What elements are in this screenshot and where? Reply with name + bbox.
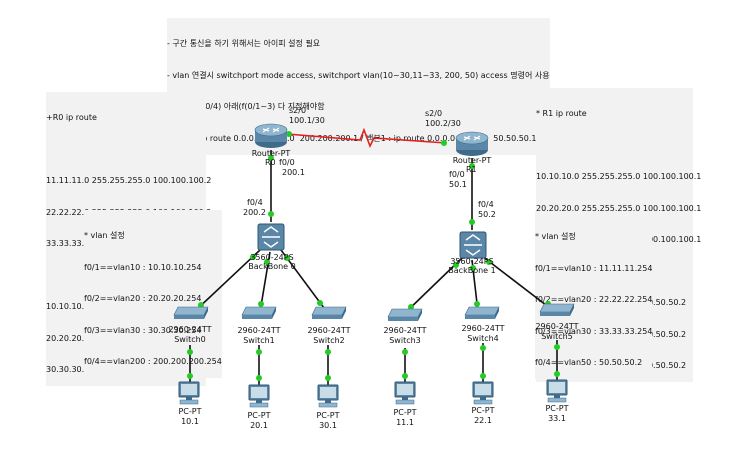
pc3-ip: 11.1 bbox=[396, 418, 414, 427]
switch2-model: 2960-24TT bbox=[307, 326, 351, 335]
bb1-model: 3560-24PS bbox=[450, 257, 494, 266]
switch0-model: 2960-24TT bbox=[168, 325, 212, 334]
note-line: 11.11.11.0 255.255.255.0 100.100.100.2 bbox=[46, 176, 212, 185]
bb0-ip: 200.2 bbox=[243, 208, 266, 217]
r1-fa-if: f0/0 bbox=[449, 170, 465, 179]
bb1-port: f0/4 bbox=[478, 200, 494, 209]
switch3-model: 2960-24TT bbox=[383, 326, 427, 335]
switch1-name: Switch1 bbox=[243, 336, 275, 345]
note-line: - 구간 통신을 하기 위해서는 아이피 설정 필요 bbox=[167, 39, 321, 48]
pc3-model: PC-PT bbox=[393, 408, 417, 417]
ethernet-link[interactable] bbox=[193, 249, 261, 313]
vlan1-note: * vlan 설정 f0/1==vlan10 : 11.11.11.254 f0… bbox=[535, 211, 653, 379]
switch2-name: Switch2 bbox=[313, 336, 345, 345]
vlan0-note: * vlan 설정 f0/1==vlan10 : 10.10.10.254 f0… bbox=[84, 210, 222, 378]
switch-icon[interactable] bbox=[386, 307, 424, 323]
bb0-model: 3560-24PS bbox=[250, 253, 294, 262]
bb0-name: BackBone 0 bbox=[248, 262, 296, 271]
pc0-model: PC-PT bbox=[178, 407, 202, 416]
note-line: 20.20.20.0 255.255.255.0 100.100.100.1 bbox=[536, 203, 702, 213]
pc-icon[interactable] bbox=[315, 383, 341, 409]
r0-serial-if: s2/0 bbox=[289, 106, 307, 115]
r0-fa-ip: 200.1 bbox=[282, 168, 305, 177]
note-line: - vlan 연결시 switchport mode access, switc… bbox=[167, 70, 550, 80]
note-line: f0/4==vlan200 : 200.200.200.254 bbox=[84, 357, 222, 366]
ethernet-link[interactable] bbox=[403, 257, 463, 315]
pc4-ip: 22.1 bbox=[474, 416, 492, 425]
r1-fa-ip: 50.1 bbox=[449, 180, 467, 189]
pc-icon[interactable] bbox=[246, 383, 272, 409]
r0-name: R0 bbox=[265, 158, 276, 167]
switch-icon[interactable] bbox=[172, 305, 210, 321]
bb1-name: BackBone 1 bbox=[448, 266, 496, 275]
pc5-model: PC-PT bbox=[545, 404, 569, 413]
switch-icon[interactable] bbox=[463, 305, 501, 321]
note-line: f0/2==vlan20 : 22.22.22.254 bbox=[535, 295, 653, 304]
bb1-ip: 50.2 bbox=[478, 210, 496, 219]
note-line: f0/1==vlan10 : 11.11.11.254 bbox=[535, 263, 653, 273]
switch4-name: Switch4 bbox=[467, 334, 499, 343]
r1-serial-if: s2/0 bbox=[425, 109, 443, 118]
r0-serial-ip: 100.1/30 bbox=[289, 116, 325, 125]
pc2-model: PC-PT bbox=[316, 411, 340, 420]
switch5-name: Switch5 bbox=[541, 332, 573, 341]
pc0-ip: 10.1 bbox=[181, 417, 199, 426]
note-line: * vlan 설정 bbox=[535, 232, 576, 241]
multilayer-switch-backbone0[interactable] bbox=[256, 222, 286, 252]
router-r0[interactable] bbox=[254, 122, 288, 150]
switch-icon[interactable] bbox=[240, 305, 278, 321]
switch-icon[interactable] bbox=[310, 305, 348, 321]
pc1-ip: 20.1 bbox=[250, 421, 268, 430]
pc-icon[interactable] bbox=[392, 380, 418, 406]
pc4-model: PC-PT bbox=[471, 406, 495, 415]
switch4-model: 2960-24TT bbox=[461, 324, 505, 333]
note-line: f0/3==vlan30 : 30.30.30.254 bbox=[84, 325, 202, 335]
pc-icon[interactable] bbox=[470, 380, 496, 406]
r0-fa-if: f0/0 bbox=[279, 158, 295, 167]
note-line: 10.10.10.0 255.255.255.0 100.100.100.1 bbox=[536, 172, 702, 181]
note-line: * R1 ip route bbox=[536, 109, 587, 118]
switch-icon[interactable] bbox=[538, 302, 576, 318]
pc2-ip: 30.1 bbox=[319, 421, 337, 430]
switch0-name: Switch0 bbox=[174, 335, 206, 344]
note-line: f0/4==vlan50 : 50.50.50.2 bbox=[535, 358, 643, 367]
switch3-name: Switch3 bbox=[389, 336, 421, 345]
switch5-model: 2960-24TT bbox=[535, 322, 579, 331]
pc-icon[interactable] bbox=[544, 378, 570, 404]
router-r1[interactable] bbox=[455, 130, 489, 158]
pc5-ip: 33.1 bbox=[548, 414, 566, 423]
r1-serial-ip: 100.2/30 bbox=[425, 119, 461, 128]
switch1-model: 2960-24TT bbox=[237, 326, 281, 335]
ethernet-link[interactable] bbox=[481, 255, 556, 313]
note-line: +R0 ip route bbox=[46, 113, 97, 122]
link-lights bbox=[187, 131, 560, 381]
note-line: f0/2==vlan20 : 20.20.20.254 bbox=[84, 294, 202, 303]
pc-icon[interactable] bbox=[176, 380, 202, 406]
serial-link[interactable] bbox=[286, 127, 447, 148]
note-line: * vlan 설정 bbox=[84, 231, 125, 240]
r1-name: R1 bbox=[466, 165, 477, 174]
bb0-port: f0/4 bbox=[247, 198, 263, 207]
pc1-model: PC-PT bbox=[247, 411, 271, 420]
r1-model: Router-PT bbox=[452, 156, 492, 165]
r0-model: Router-PT bbox=[251, 149, 291, 158]
note-line: f0/3==vlan30 : 33.33.33.254 bbox=[535, 326, 653, 336]
note-line: f0/1==vlan10 : 10.10.10.254 bbox=[84, 262, 202, 272]
multilayer-switch-backbone1[interactable] bbox=[458, 230, 488, 260]
